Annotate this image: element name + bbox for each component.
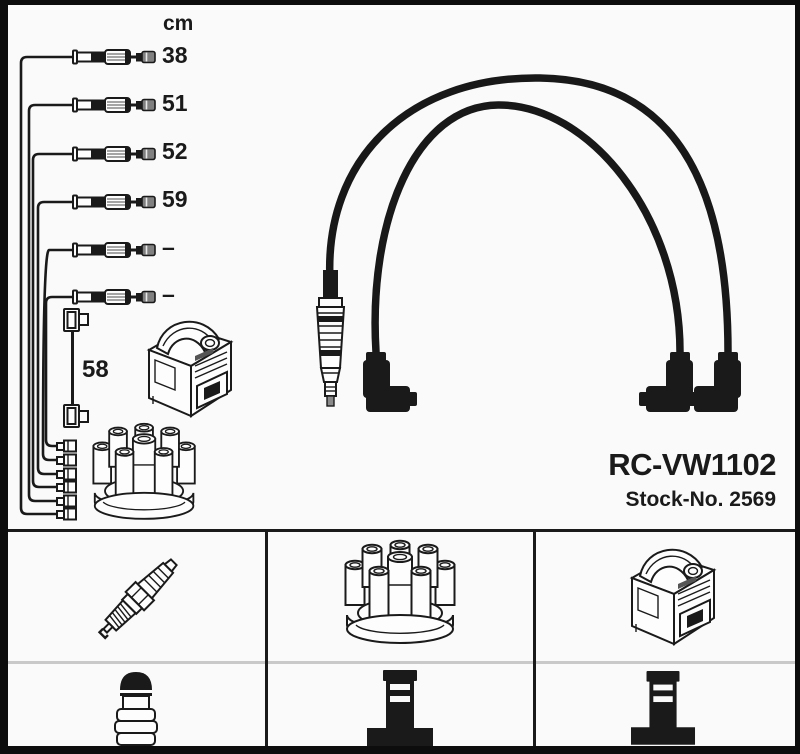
lead-connector-icon [72,97,156,113]
coil-lead-drawing [63,308,89,428]
lead-connector-icon [72,49,156,65]
lead-connector-icon [72,146,156,162]
distributor-end-plug-icon [56,467,77,481]
lead-connector-icons [72,49,156,305]
ignition-cables-drawing [316,74,741,412]
ignition-coil-icon [631,548,715,645]
cable-length-6: – [162,281,175,307]
lead-connector-icon [72,242,156,258]
distributor-cap-drawing [92,422,196,520]
stock-number: Stock-No. 2569 [625,488,776,511]
lead-harness-wires [19,55,74,516]
grid-column-divider-2 [533,529,536,746]
distributor-end-plug-icons [56,439,77,521]
cable-length-5: – [162,234,175,260]
distributor-end-plug-icon [56,453,77,467]
ignition-coil-drawing [148,320,232,417]
boot-terminal-icon [114,671,158,746]
lead-connector-icon [72,194,156,210]
angle-connector-icon [63,308,89,332]
distributor-end-plug-icon [56,439,77,453]
distributor-end-plug-icon [56,494,77,508]
distributor-end-plug-icon [56,480,77,494]
elbow-boot-icon [687,352,741,412]
grid-column-divider-1 [265,529,268,746]
grid-top-line [8,529,795,532]
grid-row-divider [8,661,795,664]
cable-length-3: 52 [162,138,188,164]
metal-plug-connector-icon [316,269,345,407]
cable-outer [326,74,732,356]
distributor-tower-terminal-icon [631,671,696,745]
lead-connector-icon [72,289,156,305]
angle-connector-icon [63,404,89,428]
distributor-cap-icon [344,539,456,644]
unit-header: cm [163,12,194,35]
elbow-boot-icon [639,352,693,412]
cable-length-4: 59 [162,186,188,212]
distributor-end-plug-icon [56,507,77,521]
part-number: RC-VW1102 [608,447,776,482]
spark-plug-icon [91,551,185,645]
elbow-boot-icon [363,352,417,412]
cable-length-2: 51 [162,90,188,116]
cable-length-1: 38 [162,42,188,68]
coil-lead-length: 58 [82,356,109,383]
coil-tower-terminal-icon [367,670,433,746]
cable-inner [371,101,684,356]
